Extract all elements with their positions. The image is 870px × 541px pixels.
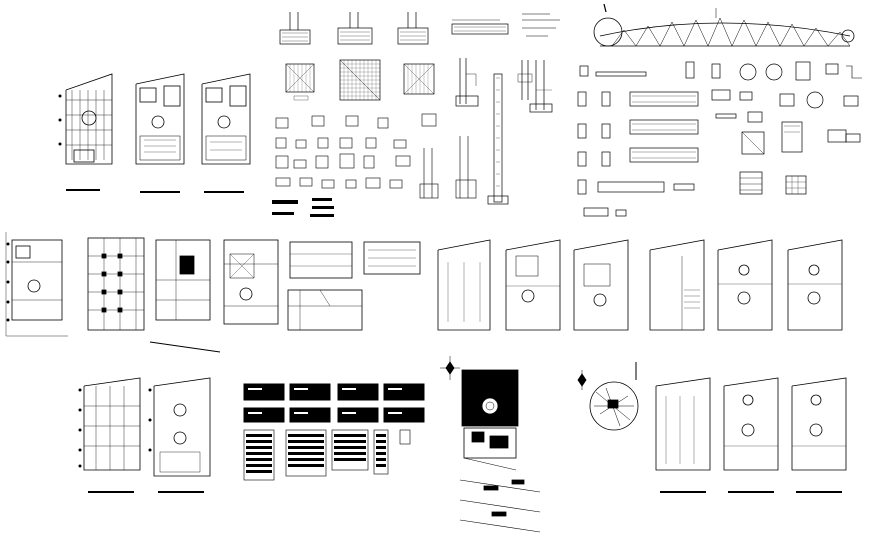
mid-plan-2-structural [87,237,145,331]
mid-plan-6 [505,239,561,331]
floor-plan-2 [135,73,185,193]
detail-stair-sections [419,136,477,199]
north-arrow-icon [440,356,460,380]
floor-plan-1 [65,73,113,191]
mid-plan-7 [573,239,629,331]
top-left-plans [65,73,251,193]
site-plan [440,356,541,533]
bottom-plan-1 [83,377,141,493]
bottom-plan-2 [153,377,211,493]
misc-details-right [577,61,862,217]
detail-column-base-2 [337,12,373,45]
mid-plan-4 [223,239,279,325]
mid-plan-10 [787,239,843,331]
bottom-plans [83,377,847,493]
mid-plan-1 [5,232,68,337]
mid-plan-3 [149,239,221,353]
detail-note-block [522,13,560,37]
detail-tall-column [487,73,509,205]
grid-markers [6,94,152,468]
schedule-tables [243,383,425,481]
mid-elevations [287,241,421,331]
floor-plan-3 [201,73,251,193]
detail-column-base-1 [279,12,311,45]
bottom-plan-4 [723,377,779,493]
detail-footing-plan-3 [403,63,435,95]
detail-footing-plan-1 [285,63,315,101]
detail-stirrup-section [517,60,533,100]
construction-details [272,12,560,217]
middle-floor-plans [5,232,843,353]
mid-plan-5 [437,239,491,331]
bottom-plan-5 [791,377,847,493]
mid-plan-8 [649,239,705,331]
detail-small-blocks [275,113,437,189]
detail-text-labels [272,198,334,217]
north-arrow-icon-2 [577,370,587,390]
detail-retaining-wall [529,60,553,113]
mid-plan-9 [717,239,773,331]
detail-footing-plan-2 [339,59,381,101]
location-map [577,362,639,431]
detail-beam-section [451,19,509,35]
roof-truss-elevation [593,3,855,47]
bottom-plan-3 [655,377,711,493]
detail-wall-section [455,58,479,107]
detail-column-base-3 [397,12,429,45]
